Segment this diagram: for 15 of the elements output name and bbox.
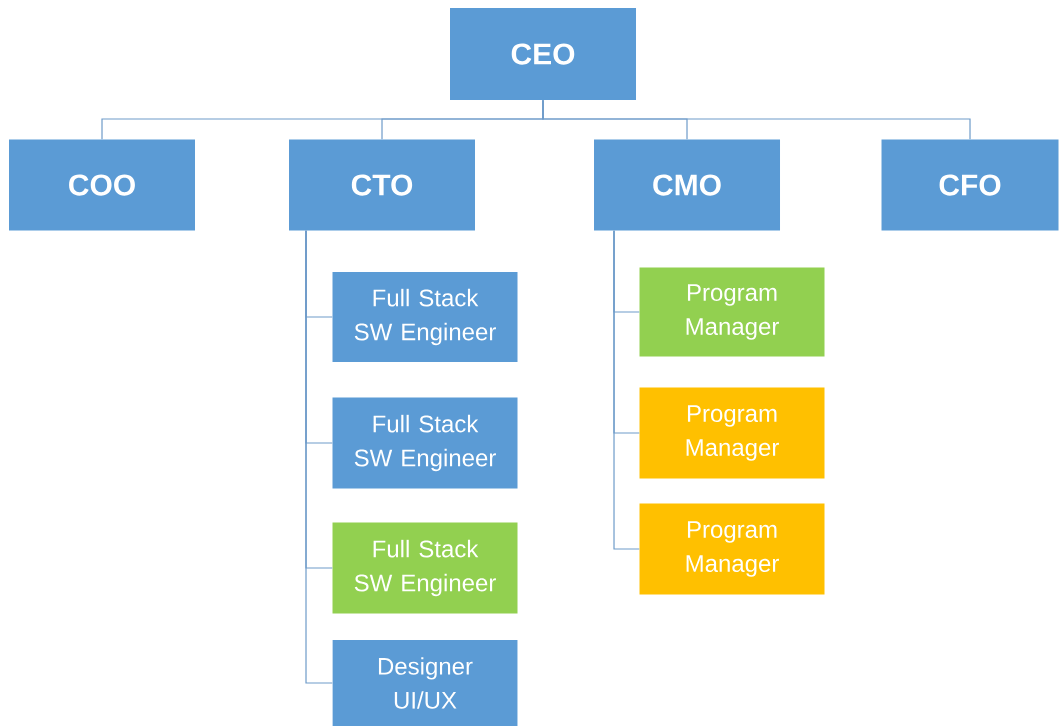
staff-box: Program Manager — [639, 267, 825, 357]
executive-box: CEO — [450, 8, 636, 100]
connector-line — [613, 230, 640, 550]
staff-box: Program Manager — [639, 387, 825, 479]
executive-box: CTO — [289, 139, 475, 231]
staff-box: Full Stack SW Engineer — [332, 522, 518, 614]
staff-box: Full Stack SW Engineer — [332, 397, 518, 489]
connector-line — [542, 99, 971, 140]
executive-box: COO — [9, 139, 195, 231]
staff-box: Full Stack SW Engineer — [332, 272, 518, 362]
connector-line — [305, 230, 333, 684]
executive-box: CMO — [594, 139, 780, 231]
staff-box: Program Manager — [639, 503, 825, 595]
staff-box: Designer UI/UX — [332, 640, 518, 726]
executive-box: CFO — [881, 139, 1059, 231]
